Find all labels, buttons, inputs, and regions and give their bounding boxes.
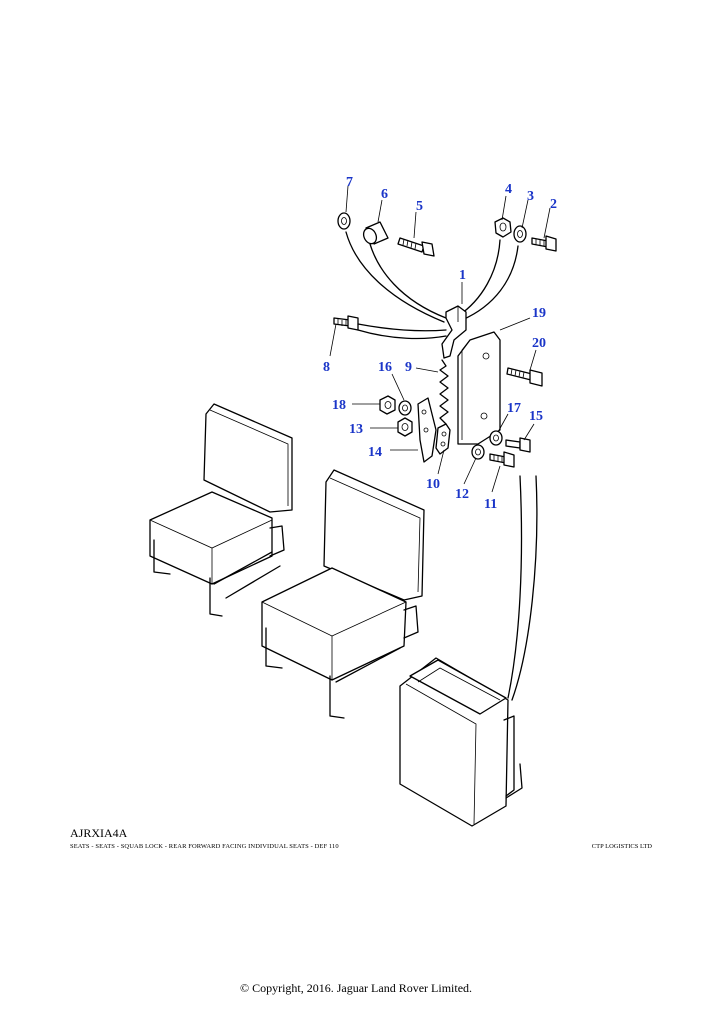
callout-9: 9: [405, 360, 412, 375]
nut-18: [379, 395, 396, 415]
washer-17: [489, 430, 503, 446]
bolt-20: [506, 367, 543, 387]
assembly-lead-lines: [345, 231, 538, 701]
callout-7: 7: [346, 175, 353, 190]
callout-leaders: [329, 185, 551, 493]
callout-2: 2: [550, 197, 557, 212]
callout-3: 3: [527, 189, 534, 204]
callout-17: 17: [507, 401, 521, 416]
callout-14: 14: [368, 445, 382, 460]
bolt-5: [397, 237, 435, 257]
striker-10: [435, 423, 451, 455]
callout-16: 16: [378, 360, 392, 375]
callout-labels: 1 2 3 4 5 6 7 8 9 10 11 12 13 14 15 16 1…: [323, 175, 557, 512]
nut-4: [494, 217, 512, 238]
callout-1: 1: [459, 268, 466, 283]
spring-9: [439, 359, 449, 425]
callout-8: 8: [323, 360, 330, 375]
bolt-8: [333, 315, 359, 331]
washer-12: [471, 444, 485, 460]
callout-18: 18: [332, 398, 346, 413]
callout-12: 12: [455, 487, 469, 502]
spacer-tube-6: [362, 221, 389, 245]
supplier-name: CTP LOGISTICS LTD: [591, 843, 652, 850]
seat-folded: [399, 657, 523, 827]
washer-16: [398, 400, 412, 416]
callout-5: 5: [416, 199, 423, 214]
diagram-reference-code: AJRXIA4A: [70, 826, 128, 840]
callout-19: 19: [532, 306, 546, 321]
lock-plate-19: [457, 331, 501, 445]
callout-6: 6: [381, 187, 388, 202]
washer-3: [513, 225, 527, 243]
callout-13: 13: [349, 422, 363, 437]
copyright-notice: © Copyright, 2016. Jaguar Land Rover Lim…: [239, 981, 473, 995]
callout-10: 10: [426, 477, 440, 492]
callout-11: 11: [484, 497, 497, 512]
bolt-11: [489, 451, 515, 468]
washer-7: [337, 212, 351, 230]
bolt-2: [531, 235, 557, 252]
seat-middle: [261, 469, 425, 719]
angle-bracket-14: [417, 397, 437, 463]
callout-4: 4: [505, 182, 512, 197]
bolt-15: [505, 437, 531, 453]
callout-15: 15: [529, 409, 543, 424]
latch-bracket-1: [441, 305, 467, 359]
seat-left: [149, 403, 293, 617]
callout-20: 20: [532, 336, 546, 351]
nut-13: [397, 417, 413, 437]
diagram-caption: SEATS - SEATS - SQUAB LOCK - REAR FORWAR…: [70, 843, 339, 850]
